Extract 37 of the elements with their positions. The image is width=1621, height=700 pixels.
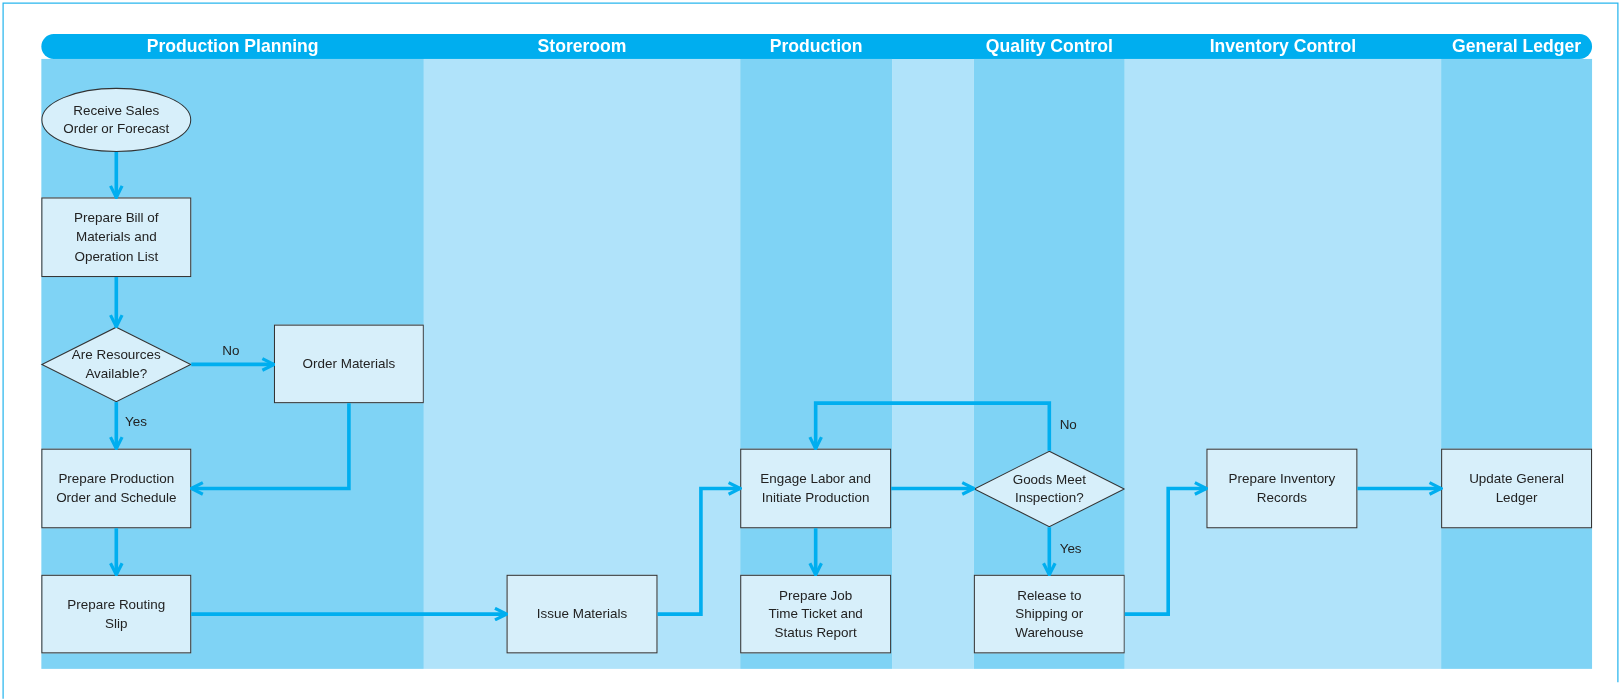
process-box: Engage Labor and Initiate Production xyxy=(740,448,892,529)
lane-header: Production xyxy=(768,35,864,58)
arrow xyxy=(657,481,742,616)
process-box: Update General Ledger xyxy=(1441,448,1593,529)
edge-label: Yes xyxy=(125,413,148,430)
arrow xyxy=(108,277,124,329)
lane-header: Quality Control xyxy=(984,35,1114,58)
arrow xyxy=(808,401,1052,451)
edge-label: No xyxy=(222,342,240,358)
arrow xyxy=(1041,527,1057,577)
decision-diamond: Are Resources Available? xyxy=(41,326,192,403)
decision-diamond: Goods Meet Inspection? xyxy=(973,450,1125,528)
arrow xyxy=(191,357,276,372)
process-box: Order Materials xyxy=(273,324,424,404)
arrow xyxy=(108,528,124,577)
arrow xyxy=(1124,481,1209,616)
arrow xyxy=(189,403,351,496)
edge-label: No xyxy=(1059,416,1077,433)
process-box: Prepare Inventory Records xyxy=(1206,448,1358,529)
edge-label: Yes xyxy=(1059,540,1082,557)
arrow xyxy=(108,402,124,451)
process-box: Release to Shipping or Warehouse xyxy=(973,574,1125,654)
arrow xyxy=(108,151,124,200)
process-box: Prepare Bill of Materials and Operation List xyxy=(41,197,192,278)
arrow xyxy=(1357,481,1443,496)
start-ellipse: Receive Sales Order or Forecast xyxy=(41,87,192,152)
process-box: Prepare Production Order and Schedule xyxy=(41,448,192,529)
lane-header: Storeroom xyxy=(536,35,628,58)
arrow xyxy=(191,606,509,622)
arrow xyxy=(808,528,824,577)
lane-header: General Ledger xyxy=(1451,35,1583,58)
lane-header: Production Planning xyxy=(145,35,320,58)
process-box: Prepare Job Time Ticket and Status Report xyxy=(740,574,892,654)
lane-header: Inventory Control xyxy=(1208,35,1358,58)
process-box: Issue Materials xyxy=(506,574,658,654)
process-box: Prepare Routing Slip xyxy=(41,574,192,654)
arrow xyxy=(891,481,976,496)
